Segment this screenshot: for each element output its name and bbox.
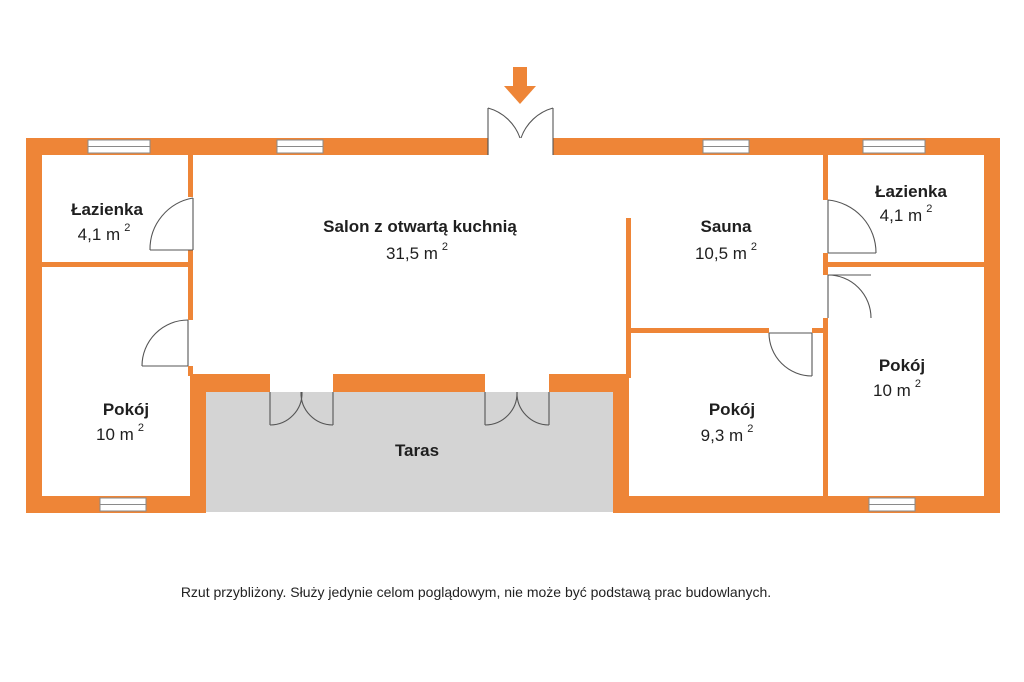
windows <box>87 139 926 512</box>
window-bottom-1 <box>99 497 147 512</box>
salon-name: Salon z otwartą kuchnią <box>323 217 517 236</box>
terrace-door-2 <box>484 391 550 426</box>
door-room-mid <box>768 332 813 377</box>
entrance-door <box>487 107 554 155</box>
window-top-4 <box>862 139 926 154</box>
door-bath-left <box>149 197 194 251</box>
door-room-right <box>827 274 872 319</box>
arrow-down-icon <box>504 67 536 104</box>
terrace-door-1 <box>269 391 334 426</box>
room-mid-name: Pokój <box>709 400 755 419</box>
door-bath-right <box>827 199 877 254</box>
doors <box>141 107 877 426</box>
window-top-1 <box>87 139 151 154</box>
disclaimer-caption: Rzut przybliżony. Służy jedynie celom po… <box>180 584 772 600</box>
window-top-2 <box>276 139 324 154</box>
window-bottom-2 <box>868 497 916 512</box>
terrace-floor <box>206 392 613 512</box>
room-right-name: Pokój <box>879 356 925 375</box>
bath-right-name: Łazienka <box>875 182 947 201</box>
window-top-3 <box>702 139 750 154</box>
bath-left-name: Łazienka <box>71 200 143 219</box>
room-left-name: Pokój <box>103 400 149 419</box>
sauna-name: Sauna <box>700 217 752 236</box>
terrace-name: Taras <box>395 441 439 460</box>
door-room-left <box>141 319 189 367</box>
